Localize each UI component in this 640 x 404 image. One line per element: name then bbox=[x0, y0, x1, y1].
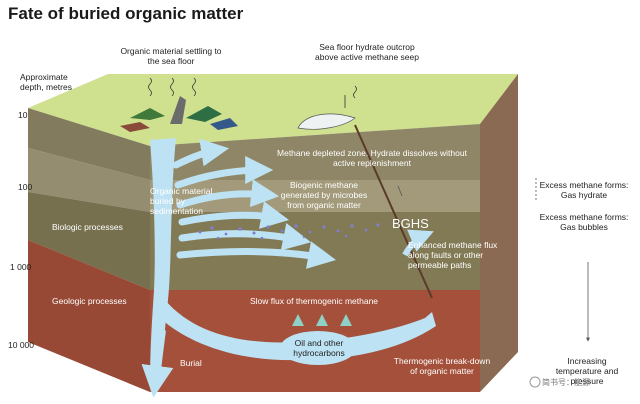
front-face-shade bbox=[28, 108, 150, 392]
depth-tick-100: 100 bbox=[18, 182, 33, 192]
biogenic-flow-arrows bbox=[172, 138, 337, 269]
label-enhanced-flux: Enhanced methane flux along faults or ot… bbox=[408, 240, 498, 270]
label-geologic-processes: Geologic processes bbox=[52, 296, 127, 306]
depth-tick-10: 10 bbox=[18, 110, 28, 120]
label-burial: Burial bbox=[180, 358, 202, 368]
burial-flow bbox=[150, 138, 176, 385]
label-excess-bubbles: Excess methane forms: Gas bubbles bbox=[539, 212, 629, 232]
label-slow-flux: Slow flux of thermogenic methane bbox=[250, 296, 379, 306]
thermogenic-triangles bbox=[292, 314, 352, 326]
depth-tick-10000: 10 000 bbox=[8, 340, 34, 350]
seafloor-surface bbox=[28, 74, 518, 146]
bghs-pointer bbox=[397, 185, 403, 197]
label-biologic-processes: Biologic processes bbox=[52, 222, 123, 232]
stratum-upper bbox=[28, 108, 480, 180]
label-thermogenic-breakdown: Thermogenic break-down of organic matter bbox=[393, 356, 491, 376]
settling-squiggles bbox=[148, 77, 357, 99]
label-organic-settling: Organic material settling to the sea flo… bbox=[120, 46, 222, 66]
fault-flux-arrow bbox=[402, 229, 434, 257]
watermark-logo bbox=[529, 376, 541, 388]
burial-arrow bbox=[141, 329, 174, 398]
oil-pocket bbox=[280, 331, 356, 365]
seafloor-vegetation bbox=[120, 96, 238, 132]
diagram-title: Fate of buried organic matter bbox=[8, 4, 244, 23]
label-oil-hydrocarbons: Oil and other hydrocarbons bbox=[293, 338, 345, 358]
label-hydrate-outcrop: Sea floor hydrate outcrop above active m… bbox=[315, 42, 419, 62]
stratum-middle bbox=[28, 192, 480, 290]
hydrate-outcrop bbox=[297, 113, 356, 130]
thermogenic-flow bbox=[160, 300, 436, 361]
stratum-deep bbox=[28, 240, 480, 392]
label-biogenic-methane: Biogenic methane generated by microbes f… bbox=[280, 180, 368, 210]
label-excess-hydrate: Excess methane forms: Gas hydrate bbox=[539, 180, 629, 200]
label-methane-depleted: Methane depleted zone. Hydrate dissolves… bbox=[277, 148, 467, 168]
label-organic-buried: Organic material buried by sedimentation bbox=[150, 186, 213, 216]
label-approx-depth: Approximate depth, metres bbox=[20, 72, 72, 92]
fault-line bbox=[354, 124, 433, 299]
label-bghs: BGHS bbox=[392, 216, 429, 231]
label-increasing: Increasing temperature and pressure bbox=[555, 356, 619, 386]
block-side-face bbox=[480, 74, 518, 392]
watermark-text: 简书号：能源 bbox=[542, 378, 590, 387]
depth-tick-1000: 1 000 bbox=[10, 262, 32, 272]
methane-bubbles bbox=[198, 223, 380, 240]
